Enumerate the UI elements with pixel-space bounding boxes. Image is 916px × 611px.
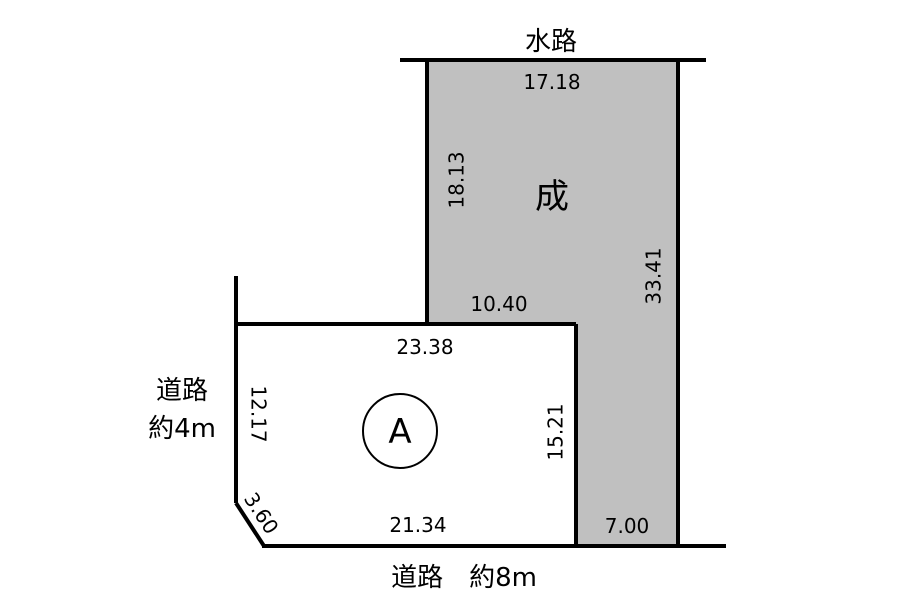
dim-shaded-east: 33.41: [642, 247, 666, 304]
dim-shaded-bottom: 7.00: [605, 514, 650, 538]
boundary-lines: [234, 58, 726, 548]
dim-lot-a-east: 15.21: [544, 403, 568, 460]
dim-lot-a-top: 23.38: [396, 335, 453, 359]
dim-top-edge: 17.18: [523, 70, 580, 94]
corner-cut-edge: [234, 501, 266, 548]
lot-a-circle: [362, 393, 438, 469]
road-west-label-line1: 道路: [156, 376, 208, 406]
dim-lot-a-bottom: 21.34: [389, 513, 446, 537]
waterway-label: 水路: [525, 27, 577, 57]
lot-a: [236, 324, 576, 546]
shaded-lot-name: 成: [535, 177, 569, 217]
road-west-label-line2: 約4m: [148, 414, 216, 444]
dim-shaded-notch: 10.40: [470, 292, 527, 316]
dim-shaded-west: 18.13: [445, 151, 469, 208]
lot-a-name: A: [388, 412, 411, 452]
dim-lot-a-west: 12.17: [247, 385, 271, 442]
shaded-lot: [427, 60, 678, 546]
road-south-label: 道路 約8m: [391, 563, 537, 593]
